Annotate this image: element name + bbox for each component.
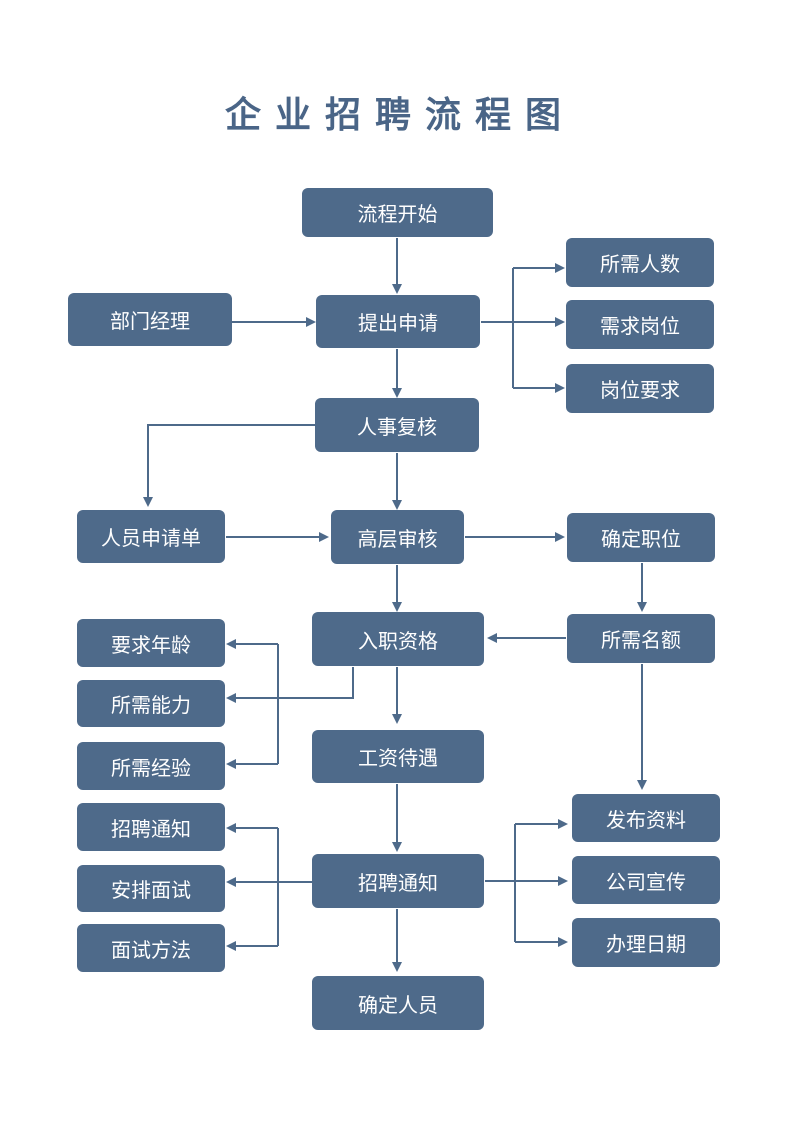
node-interview-method: 面试方法 <box>77 924 225 972</box>
node-hr-review: 人事复核 <box>315 398 479 452</box>
page-title: 企业招聘流程图 <box>224 95 575 136</box>
node-senior-review: 高层审核 <box>331 510 464 564</box>
node-experience: 所需经验 <box>77 742 225 790</box>
node-dates: 办理日期 <box>572 918 720 967</box>
node-ability: 所需能力 <box>77 680 225 727</box>
node-age-requirement: 要求年龄 <box>77 619 225 667</box>
node-confirm-staff: 确定人员 <box>312 976 484 1030</box>
node-publish: 发布资料 <box>572 794 720 842</box>
node-quota: 所需名额 <box>567 614 715 663</box>
node-promo: 公司宣传 <box>572 856 720 904</box>
node-qualification: 入职资格 <box>312 612 484 666</box>
node-salary: 工资待遇 <box>312 730 484 783</box>
node-manager: 部门经理 <box>68 293 232 346</box>
connector-hr-staffform <box>143 424 315 507</box>
node-headcount-needed: 所需人数 <box>566 238 714 287</box>
node-confirm-position: 确定职位 <box>567 513 715 562</box>
node-notice-left: 招聘通知 <box>77 803 225 851</box>
node-interview-arrange: 安排面试 <box>77 865 225 912</box>
node-apply: 提出申请 <box>316 295 480 348</box>
node-start: 流程开始 <box>302 188 493 237</box>
node-position-needed: 需求岗位 <box>566 300 714 349</box>
node-position-requirements: 岗位要求 <box>566 364 714 413</box>
node-staff-form: 人员申请单 <box>77 510 225 563</box>
node-notice: 招聘通知 <box>312 854 484 908</box>
connector-qual-left <box>226 667 354 703</box>
